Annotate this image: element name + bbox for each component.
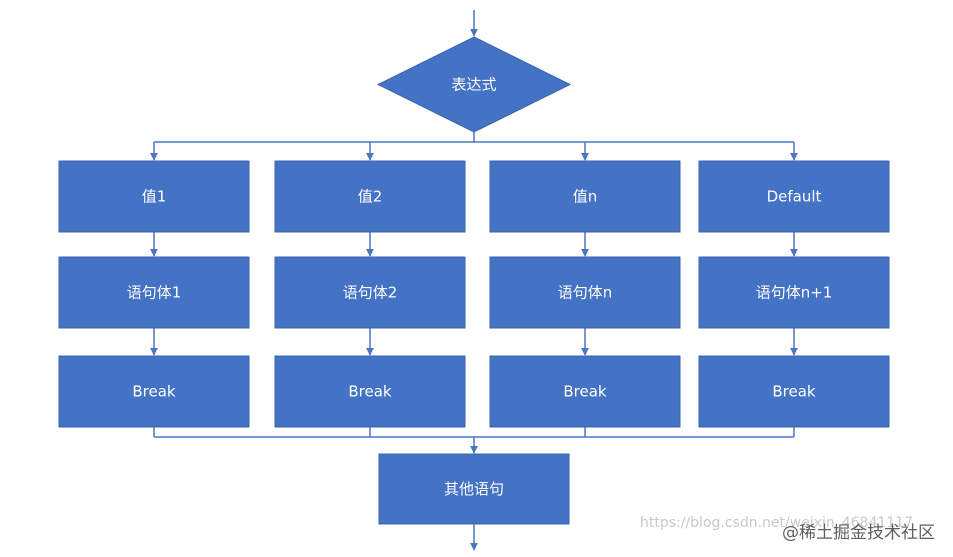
other-statements-label: 其他语句 <box>444 480 504 498</box>
statement-label-4: 语句体n+1 <box>756 284 833 302</box>
case-column-3: 值n 语句体n Break <box>489 160 681 428</box>
value-box-4 <box>698 160 890 233</box>
case-column-2: 值2 语句体2 Break <box>274 160 466 428</box>
value-label-2: 值2 <box>358 188 383 206</box>
statement-label-3: 语句体n <box>558 284 613 302</box>
statement-box-3 <box>489 256 681 329</box>
watermark-url: https://blog.csdn.net/weixin_46841117 <box>639 515 913 531</box>
statement-box-4 <box>698 256 890 329</box>
watermark: https://blog.csdn.net/weixin_46841117 @稀… <box>640 515 935 543</box>
break-box-4 <box>698 355 890 428</box>
value-label-4: Default <box>767 188 822 206</box>
statement-box-1 <box>58 256 250 329</box>
expression-label: 表达式 <box>451 76 496 94</box>
break-label-4: Break <box>772 383 816 401</box>
break-box-1 <box>58 355 250 428</box>
break-label-2: Break <box>348 383 392 401</box>
value-box-3 <box>489 160 681 233</box>
statement-label-2: 语句体2 <box>343 284 398 302</box>
expression-diamond <box>376 36 572 133</box>
case-column-1: 值1 语句体1 Break <box>58 160 250 428</box>
watermark-brand: @稀土掘金技术社区 <box>782 523 935 543</box>
value-box-2 <box>274 160 466 233</box>
other-statements-node: 其他语句 <box>378 453 570 525</box>
other-statements-box <box>378 453 570 525</box>
value-label-1: 值1 <box>142 188 167 206</box>
break-box-2 <box>274 355 466 428</box>
value-label-3: 值n <box>573 188 598 206</box>
statement-box-2 <box>274 256 466 329</box>
case-column-4: Default 语句体n+1 Break <box>698 160 890 428</box>
connectors <box>150 10 798 551</box>
break-label-3: Break <box>563 383 607 401</box>
expression-node: 表达式 <box>376 36 572 133</box>
break-box-3 <box>489 355 681 428</box>
break-label-1: Break <box>132 383 176 401</box>
statement-label-1: 语句体1 <box>127 284 182 302</box>
value-box-1 <box>58 160 250 233</box>
